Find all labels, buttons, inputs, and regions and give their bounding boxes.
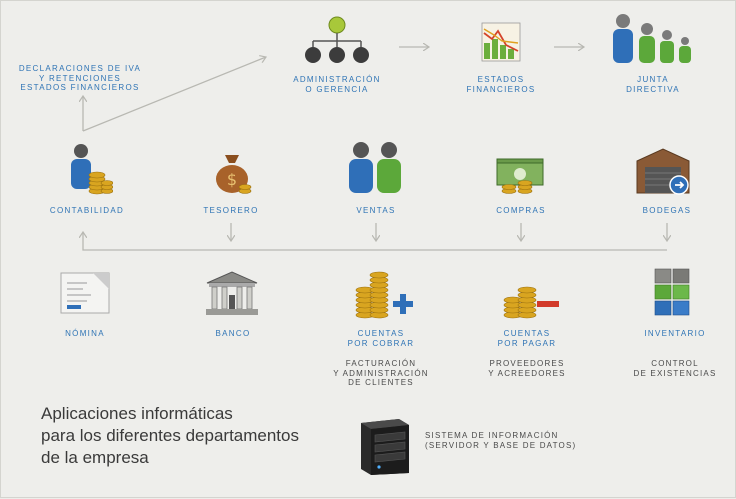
cash-stack-icon: [496, 158, 544, 194]
warehouse-icon: [636, 148, 690, 195]
sublabel-proveedores: PROVEEDORES Y ACREEDORES: [488, 359, 566, 378]
two-people-icon: [349, 142, 401, 193]
label-banco: BANCO: [215, 329, 251, 338]
label-inventario: INVENTARIO: [644, 329, 706, 338]
system-label: SISTEMA DE INFORMACIÓN (SERVIDOR Y BASE …: [425, 431, 577, 450]
server-icon: [361, 419, 409, 475]
financial-chart-icon: [481, 22, 521, 62]
person-coins-icon: [71, 144, 113, 195]
label-bodegas: BODEGAS: [642, 206, 692, 215]
label-cuentas-por-cobrar: CUENTAS POR COBRAR: [347, 329, 415, 348]
label-junta-directiva: JUNTA DIRECTIVA: [626, 75, 680, 94]
sublabel-control: CONTROL DE EXISTENCIAS: [633, 359, 717, 378]
sublabel-facturacion: FACTURACIÓN Y ADMINISTRACIÓN DE CLIENTES: [333, 359, 429, 387]
label-administracion: ADMINISTRACIÓN O GERENCIA: [293, 75, 381, 94]
collector-line: [83, 232, 667, 251]
label-estados-financieros: ESTADOS FINANCIEROS: [466, 75, 536, 94]
svg-text:$: $: [227, 170, 237, 189]
label-cuentas-por-pagar: CUENTAS POR PAGAR: [497, 329, 557, 348]
coins-minus-icon: [503, 286, 559, 319]
org-chart-icon: [305, 16, 369, 63]
money-bag-icon: $: [216, 155, 252, 194]
label-contabilidad: CONTABILIDAD: [49, 206, 125, 215]
label-declaraciones: DECLARACIONES DE IVA Y RETENCIONES ESTAD…: [18, 64, 142, 92]
payroll-document-icon: [60, 272, 110, 314]
diagram-heading: Aplicaciones informáticas para los difer…: [41, 404, 299, 467]
coins-plus-icon: [355, 271, 413, 319]
label-ventas: VENTAS: [356, 206, 396, 215]
label-nomina: NÓMINA: [65, 329, 105, 338]
board-people-icon: [613, 14, 691, 63]
arrow-declaraciones-to-administracion: [82, 57, 266, 132]
bank-building-icon: [206, 271, 258, 315]
stacked-blocks-icon: [654, 268, 690, 316]
label-compras: COMPRAS: [496, 206, 546, 215]
label-tesorero: TESORERO: [203, 206, 259, 215]
